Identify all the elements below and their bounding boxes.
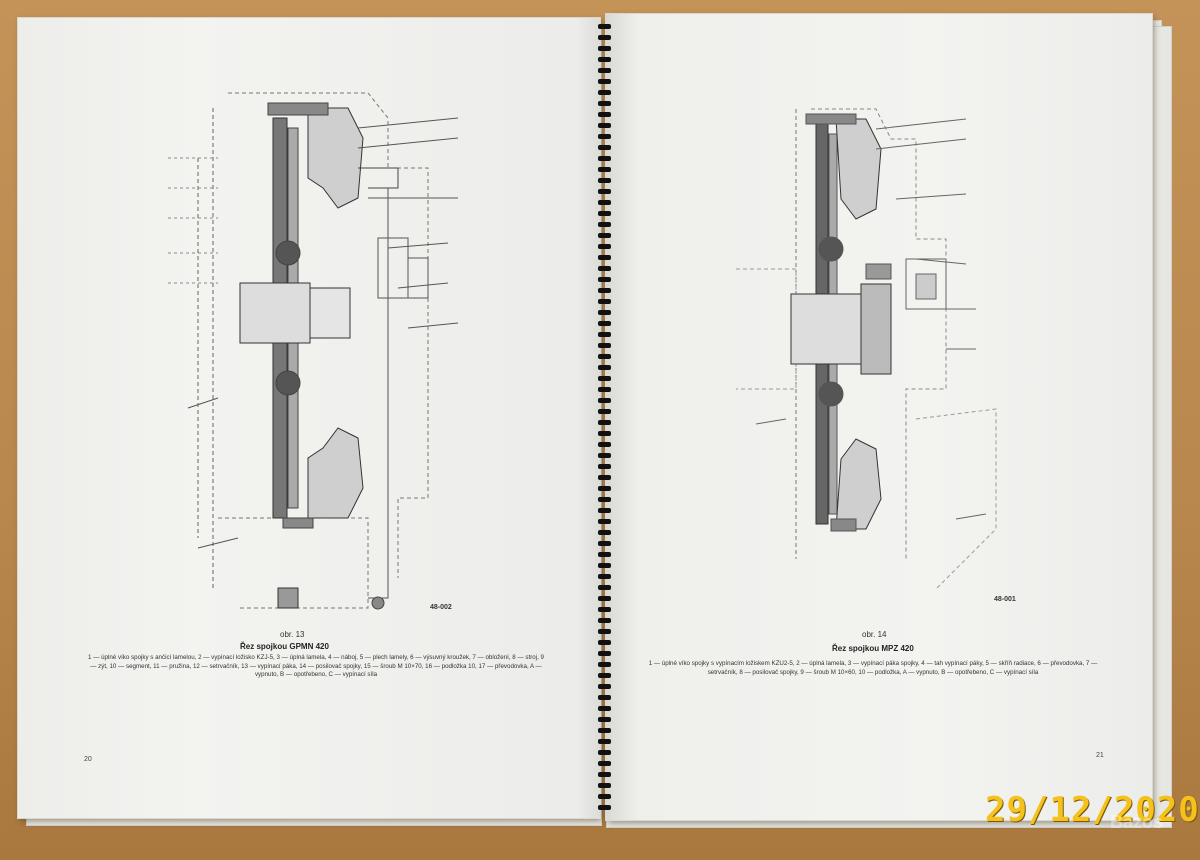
spiral-coil xyxy=(598,420,611,425)
spiral-coil xyxy=(598,211,611,216)
spiral-coil xyxy=(598,376,611,381)
caption-title: Řez spojkou MPZ 420 xyxy=(832,644,914,653)
spiral-coil xyxy=(598,497,611,502)
spiral-coil xyxy=(598,761,611,766)
spiral-coil xyxy=(598,541,611,546)
spiral-coil xyxy=(598,266,611,271)
spiral-binding xyxy=(598,24,612,824)
spiral-coil xyxy=(598,519,611,524)
spiral-coil xyxy=(598,629,611,634)
spiral-coil xyxy=(598,596,611,601)
figure-code: 48-002 xyxy=(430,604,452,611)
clutch-section-drawing-right xyxy=(736,108,997,590)
figure-label: obr. 14 xyxy=(862,630,887,639)
spiral-coil xyxy=(598,310,611,315)
spiral-coil xyxy=(598,365,611,370)
watermark: Bazos xyxy=(1110,812,1164,832)
spiral-coil xyxy=(598,35,611,40)
spiral-coil xyxy=(598,167,611,172)
caption-body: 1 — úplné víko spojky s vypínacím ložisk… xyxy=(648,660,1098,676)
spiral-coil xyxy=(598,354,611,359)
caption-body: 1 — úplné víko spojky s ančicí lamelou, … xyxy=(88,654,544,679)
spiral-coil xyxy=(598,409,611,414)
spiral-coil xyxy=(598,178,611,183)
spiral-coil xyxy=(598,728,611,733)
caption-title: Řez spojkou GPMN 420 xyxy=(240,642,329,651)
spiral-coil xyxy=(598,640,611,645)
spiral-coil xyxy=(598,706,611,711)
spiral-coil xyxy=(598,332,611,337)
spiral-coil xyxy=(598,112,611,117)
figure-label: obr. 13 xyxy=(280,630,305,639)
spiral-coil xyxy=(598,607,611,612)
spiral-coil xyxy=(598,651,611,656)
spiral-coil xyxy=(598,101,611,106)
clutch-section-drawing-left xyxy=(168,92,459,610)
spiral-coil xyxy=(598,145,611,150)
spiral-coil xyxy=(598,222,611,227)
spiral-coil xyxy=(598,673,611,678)
spiral-coil xyxy=(598,321,611,326)
spiral-coil xyxy=(598,46,611,51)
spiral-coil xyxy=(598,662,611,667)
spiral-coil xyxy=(598,431,611,436)
spiral-coil xyxy=(598,79,611,84)
spiral-coil xyxy=(598,508,611,513)
spiral-coil xyxy=(598,442,611,447)
spiral-coil xyxy=(598,750,611,755)
spiral-coil xyxy=(598,585,611,590)
spiral-coil xyxy=(598,717,611,722)
spiral-coil xyxy=(598,387,611,392)
date-stamp: 29/12/2020 xyxy=(985,790,1200,830)
spiral-coil xyxy=(598,772,611,777)
spiral-coil xyxy=(598,794,611,799)
page-number: 21 xyxy=(1096,752,1104,759)
spiral-coil xyxy=(598,783,611,788)
spiral-coil xyxy=(598,464,611,469)
spiral-coil xyxy=(598,618,611,623)
spiral-coil xyxy=(598,563,611,568)
spiral-coil xyxy=(598,134,611,139)
spiral-coil xyxy=(598,739,611,744)
spiral-coil xyxy=(598,486,611,491)
figure-code: 48-001 xyxy=(994,596,1016,603)
spiral-coil xyxy=(598,552,611,557)
spiral-coil xyxy=(598,156,611,161)
right-page: 48-001 obr. 14 Řez spojkou MPZ 420 1 — ú… xyxy=(606,14,1152,820)
spiral-coil xyxy=(598,24,611,29)
spiral-coil xyxy=(598,233,611,238)
spiral-coil xyxy=(598,277,611,282)
spiral-coil xyxy=(598,299,611,304)
spiral-coil xyxy=(598,68,611,73)
page-number: 20 xyxy=(84,756,92,763)
spiral-coil xyxy=(598,189,611,194)
spiral-coil xyxy=(598,343,611,348)
spiral-coil xyxy=(598,200,611,205)
spiral-coil xyxy=(598,530,611,535)
spiral-coil xyxy=(598,398,611,403)
spiral-coil xyxy=(598,90,611,95)
spiral-coil xyxy=(598,695,611,700)
spiral-coil xyxy=(598,288,611,293)
spiral-coil xyxy=(598,475,611,480)
spiral-coil xyxy=(598,453,611,458)
spiral-coil xyxy=(598,805,611,810)
spiral-coil xyxy=(598,255,611,260)
spiral-coil xyxy=(598,684,611,689)
spiral-coil xyxy=(598,123,611,128)
spiral-coil xyxy=(598,244,611,249)
left-page: 48-002 obr. 13 Řez spojkou GPMN 420 1 — … xyxy=(18,18,600,818)
spiral-coil xyxy=(598,57,611,62)
spiral-coil xyxy=(598,574,611,579)
